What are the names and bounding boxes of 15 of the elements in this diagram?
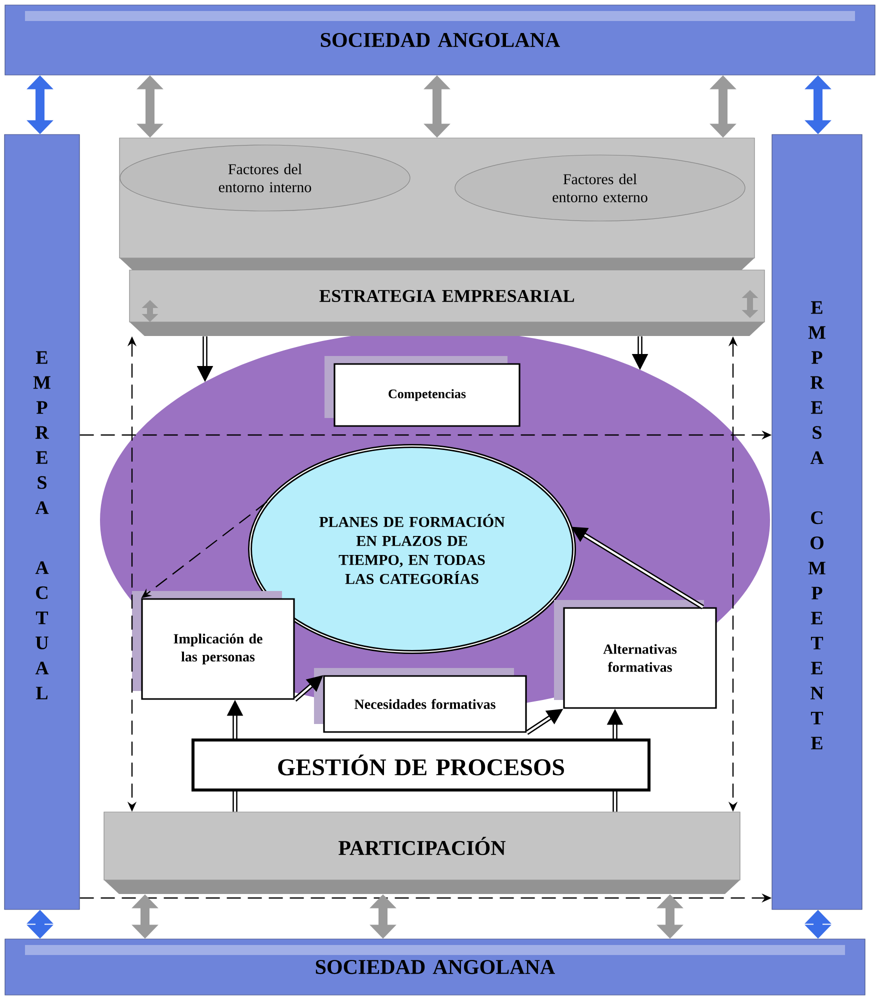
text-box: Necesidades formativas	[314, 668, 527, 733]
side-pillar: EMPRESA ACTUAL	[4, 134, 80, 910]
bottom-bar: SOCIEDAD ANGOLANA	[4, 938, 866, 996]
connector-line	[232, 792, 238, 812]
top-bar: SOCIEDAD ANGOLANA	[4, 4, 876, 76]
process-box: GESTIÓN DE PROCESOS	[192, 738, 650, 792]
side-pillar: EMPRESA COMPETENTE	[772, 134, 862, 910]
factor-disc: Factores del entorno interno	[120, 144, 410, 212]
text-box: Competencias	[324, 356, 520, 427]
strategy-bar: ESTRATEGIA EMPRESARIAL	[129, 270, 765, 336]
connector-line	[612, 792, 618, 812]
factor-disc: Factores del entorno externo	[454, 154, 746, 222]
text-box: Alternativas formativas	[554, 600, 717, 709]
text-box: Implicación de las personas	[132, 591, 295, 700]
participation-bar: PARTICIPACIÓN	[104, 812, 740, 894]
